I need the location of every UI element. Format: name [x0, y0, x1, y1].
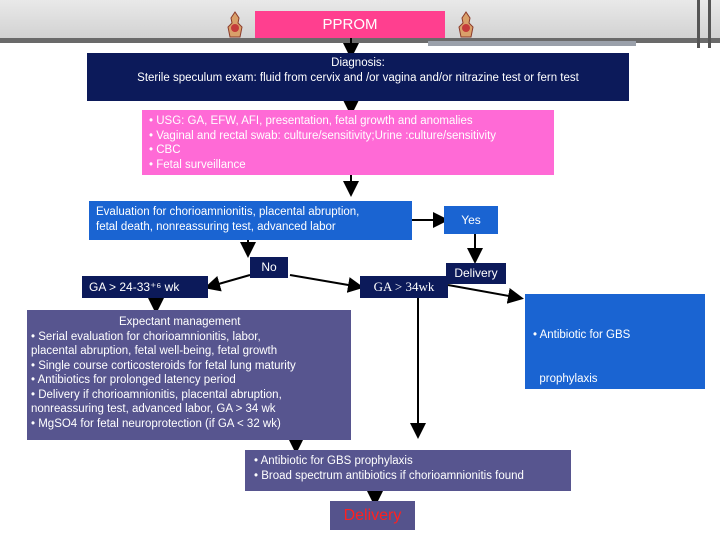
expectant-box: Expectant management • Serial evaluation… — [27, 310, 351, 440]
evaluation-box: Evaluation for chorioamnionitis, placent… — [89, 201, 412, 240]
delivery-right-box: • Antibiotic for GBS prophylaxis • Broad… — [525, 294, 705, 472]
evaluation-line: fetal death, nonreassuring test, advance… — [96, 220, 336, 233]
seal-icon-left — [227, 11, 243, 38]
ga-right-box: GA > 34wk — [360, 276, 448, 298]
diagnosis-box: Diagnosis: Sterile speculum exam: fluid … — [87, 53, 629, 101]
delivery-yes-box: Delivery — [446, 263, 506, 284]
expectant-heading: Expectant management — [119, 316, 241, 328]
ga-left-box: GA > 24-33⁺⁶ wk — [82, 276, 208, 298]
workup-item: • Vaginal and rectal swab: culture/sensi… — [149, 129, 497, 142]
expectant-line: • Delivery if chorioamnionitis, placenta… — [31, 388, 282, 401]
workup-box: • USG: GA, EFW, AFI, presentation, fetal… — [142, 110, 554, 175]
corner-divider — [708, 0, 711, 48]
workup-item: • USG: GA, EFW, AFI, presentation, fetal… — [149, 115, 473, 127]
delivery-right-line: • Antibiotic for GBS — [533, 329, 631, 341]
expectant-line: nonreassuring test, advanced labor, GA >… — [31, 403, 276, 415]
header-accent — [428, 41, 636, 46]
bottom-line: • Antibiotic for GBS prophylaxis — [254, 455, 413, 467]
bottom-antibiotic-box: • Antibiotic for GBS prophylaxis • Broad… — [245, 450, 571, 491]
seal-icon-right — [458, 11, 474, 38]
bottom-line: • Broad spectrum antibiotics if chorioam… — [254, 469, 524, 482]
no-box: No — [250, 257, 288, 278]
corner-divider — [697, 0, 700, 48]
delivery-right-line: • Broad spectrum antibiotics — [533, 416, 676, 428]
final-delivery-box: Delivery — [330, 501, 415, 530]
diagnosis-heading: Diagnosis: — [331, 57, 385, 69]
page-title: PPROM — [255, 11, 445, 38]
workup-item: • CBC — [149, 144, 181, 156]
expectant-line: • MgSO4 for fetal neuroprotection (if GA… — [31, 417, 281, 430]
expectant-line: • Single course corticosteroids for feta… — [31, 359, 296, 372]
expectant-line: placental abruption, fetal well-being, f… — [31, 345, 278, 357]
workup-item: • Fetal surveillance — [149, 158, 246, 171]
expectant-line: • Antibiotics for prolonged latency peri… — [31, 374, 236, 386]
expectant-line: • Serial evaluation for chorioamnionitis… — [31, 330, 261, 343]
diagnosis-text: Sterile speculum exam: fluid from cervix… — [137, 71, 579, 84]
delivery-right-line: prophylaxis — [533, 372, 598, 385]
yes-box: Yes — [444, 206, 498, 234]
evaluation-line: Evaluation for chorioamnionitis, placent… — [96, 206, 360, 218]
header-rule — [0, 38, 720, 43]
